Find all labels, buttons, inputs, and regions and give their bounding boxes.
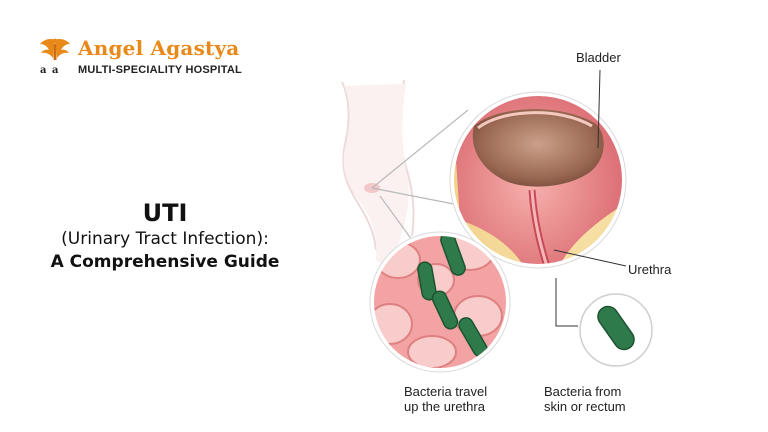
label-bacteria-travel-line2: up the urethra [404,399,485,414]
label-bacteria-from-line1: Bacteria from [544,384,622,399]
brand-name: Angel Agastya [78,36,240,60]
logo-letters: a a [40,65,60,76]
angel-wings-icon [40,38,70,60]
headline: UTI (Urinary Tract Infection): A Compreh… [0,198,330,274]
zoom-lines [371,109,469,241]
body-fill [343,84,409,270]
label-bacteria-from: Bacteria from skin or rectum [544,384,626,414]
label-bacteria-travel-line1: Bacteria travel [404,384,488,399]
label-urethra: Urethra [628,262,672,277]
headline-guide: A Comprehensive Guide [50,252,280,272]
bladder-cross-section [452,94,624,266]
label-bacteria-from-line2: skin or rectum [544,399,626,414]
brand-subtitle: MULTI-SPECIALITY HOSPITAL [78,64,242,76]
bacterium-icon [597,305,635,351]
headline-sub: (Urinary Tract Infection): [61,229,269,249]
urethra-zoom-ring [370,232,510,372]
label-bladder: Bladder [576,50,621,65]
uti-illustration [341,69,653,373]
label-bacteria-travel: Bacteria travel up the urethra [404,384,487,414]
bladder-zoom-ring [450,92,626,268]
headline-main: UTI [142,199,188,227]
hospital-logo: a a Angel Agastya MULTI-SPECIALITY HOSPI… [38,36,248,80]
leader-lines [553,69,627,327]
